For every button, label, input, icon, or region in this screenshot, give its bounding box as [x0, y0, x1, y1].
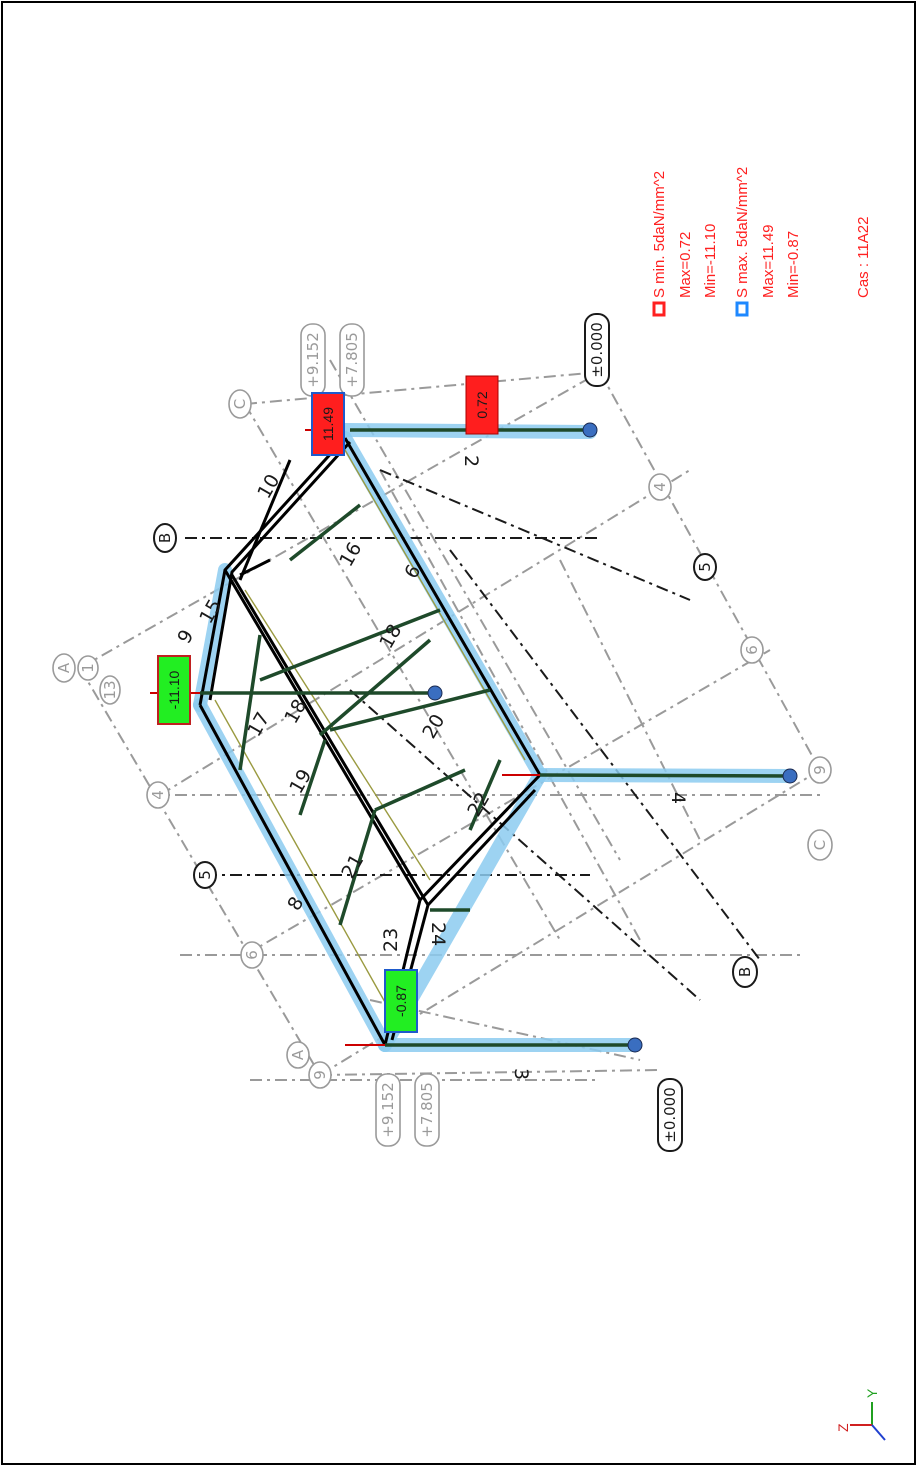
axis-bubble-13: 13 — [99, 675, 121, 705]
svg-text:9: 9 — [811, 765, 829, 775]
axis-bubble-5a: 5 — [193, 861, 217, 889]
level-label-b: +7.805 — [339, 323, 365, 397]
axis-bubbles: C B A 1 13 4 5 6 A 9 4 5 6 9 C B — [52, 389, 833, 1089]
axis-bubble-6b: 6 — [740, 636, 764, 664]
legend-smin-max: Max=0.72 — [677, 232, 694, 298]
svg-text:-11.10: -11.10 — [166, 670, 182, 709]
value-box-smax-min: -0.87 — [384, 969, 418, 1033]
axis-bubble-B-top: B — [153, 523, 177, 553]
member-label-2: 2 — [460, 455, 482, 467]
value-box-smin-min: -11.10 — [157, 655, 191, 725]
svg-text:4: 4 — [651, 482, 669, 492]
axis-bubble-6a: 6 — [240, 941, 264, 969]
member-label-3: 3 — [510, 1068, 532, 1080]
svg-text:4: 4 — [149, 790, 167, 800]
axis-bubble-A2: A — [286, 1041, 310, 1069]
level-label-e: ±0.000 — [584, 313, 610, 387]
value-box-smin-max: 0.72 — [465, 375, 499, 435]
level-label-c: +9.152 — [375, 1073, 401, 1147]
svg-text:Z: Z — [835, 1423, 851, 1432]
legend-smax-swatch — [735, 301, 749, 317]
svg-text:C: C — [231, 399, 249, 409]
legend-smax-min: Min=-0.87 — [785, 231, 802, 298]
member-label-24: 24 — [427, 922, 449, 946]
axis-bubble-9b: 9 — [808, 756, 832, 784]
svg-text:-0.87: -0.87 — [393, 985, 409, 1017]
svg-text:5: 5 — [696, 562, 714, 572]
value-boxes: 11.49 0.72 -11.10 -0.87 — [157, 375, 499, 1033]
axis-bubble-B-bot: B — [732, 956, 758, 988]
svg-text:0.72: 0.72 — [474, 391, 490, 418]
svg-text:+9.152: +9.152 — [304, 332, 322, 388]
svg-text:A: A — [289, 1049, 307, 1060]
member-label-20: 20 — [418, 711, 449, 743]
svg-text:±0.000: ±0.000 — [661, 1087, 679, 1143]
axis-bubble-C-top: C — [228, 389, 252, 419]
svg-text:A: A — [55, 662, 73, 673]
svg-text:±0.000: ±0.000 — [588, 322, 606, 378]
stress-diagram — [193, 423, 797, 1052]
svg-text:5: 5 — [196, 870, 214, 880]
svg-text:Y: Y — [864, 1388, 880, 1398]
axes-triad-icon: Y Z — [835, 1388, 886, 1441]
svg-text:6: 6 — [243, 950, 261, 960]
member-labels: 2 3 4 6 8 9 10 15 16 17 18 18 19 20 21 2… — [173, 455, 689, 1080]
level-label-a: +9.152 — [300, 323, 326, 397]
legend-case: Cas : 11A22 — [855, 217, 872, 298]
svg-text:11.49: 11.49 — [320, 407, 336, 441]
axis-bubble-9a: 9 — [308, 1061, 332, 1089]
axis-bubble-4b: 4 — [648, 473, 672, 501]
level-label-f: ±0.000 — [657, 1078, 683, 1152]
svg-text:9: 9 — [311, 1070, 329, 1080]
legend-smin-title: S min. 5daN/mm^2 — [651, 171, 668, 298]
legend: S min. 5daN/mm^2 Max=0.72 Min=-11.10 S m… — [651, 167, 872, 317]
axis-bubble-C-bot: C — [807, 829, 833, 861]
grid-lines-dark — [185, 469, 761, 1001]
member-label-21: 21 — [337, 851, 368, 883]
svg-text:+9.152: +9.152 — [379, 1082, 397, 1138]
member-label-9: 9 — [173, 626, 198, 647]
member-label-19: 19 — [285, 766, 316, 798]
legend-smax-title: S max. 5daN/mm^2 — [734, 167, 751, 298]
svg-text:+7.805: +7.805 — [418, 1082, 436, 1138]
member-label-10: 10 — [253, 471, 284, 503]
legend-smin-min: Min=-11.10 — [702, 224, 719, 298]
axis-bubble-A: A — [52, 653, 76, 683]
level-labels: +9.152 +7.805 +9.152 +7.805 ±0.000 ±0.00… — [300, 313, 683, 1152]
axis-bubble-4a: 4 — [146, 781, 170, 809]
member-label-23: 23 — [380, 928, 402, 952]
svg-text:6: 6 — [743, 645, 761, 655]
member-label-4: 4 — [667, 792, 689, 804]
svg-text:1: 1 — [79, 663, 97, 673]
axis-bubble-5b: 5 — [693, 553, 717, 581]
legend-smin-swatch — [652, 301, 666, 317]
svg-text:13: 13 — [101, 680, 119, 699]
svg-text:B: B — [156, 533, 174, 543]
svg-text:+7.805: +7.805 — [343, 332, 361, 388]
svg-text:B: B — [736, 967, 754, 977]
legend-smax-max: Max=11.49 — [760, 224, 777, 298]
frame-members — [198, 428, 791, 1047]
value-box-max: 11.49 — [311, 392, 345, 456]
level-label-d: +7.805 — [414, 1073, 440, 1147]
axis-bubble-1: 1 — [77, 655, 99, 681]
member-label-16: 16 — [335, 539, 366, 571]
svg-text:C: C — [811, 840, 829, 850]
